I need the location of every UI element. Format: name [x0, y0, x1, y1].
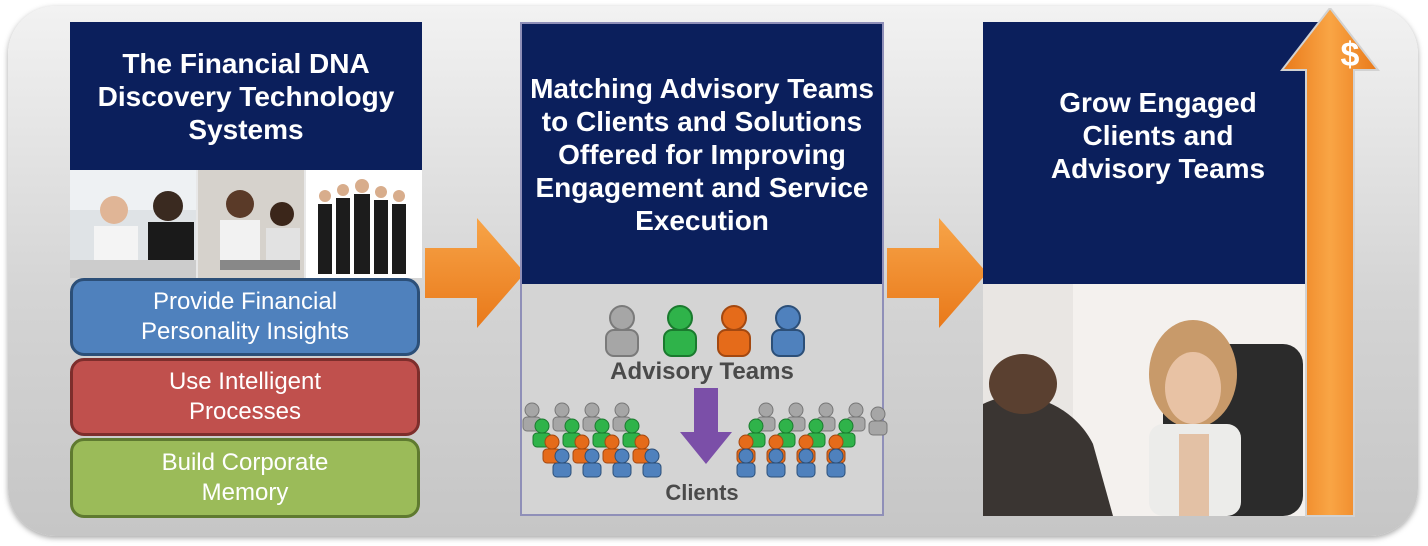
- panel3-title: Grow Engaged Clients and Advisory Teams: [1050, 86, 1266, 184]
- arrow-right-icon: [887, 218, 987, 328]
- advisory-teams-label: Advisory Teams: [610, 358, 794, 385]
- clients-label: Clients: [665, 480, 739, 505]
- arrow-right-icon: [425, 218, 525, 328]
- panel3-navy-block: [983, 22, 1335, 284]
- team-people-icon: [605, 305, 805, 357]
- growth-arrow-up-icon: [1280, 8, 1380, 517]
- clients-crowd-left-icon: [522, 402, 662, 478]
- arrow-down-icon: [680, 388, 732, 464]
- interview-photo: [983, 284, 1335, 516]
- meeting-photo: [70, 170, 422, 278]
- panel2-title: Matching Advisory Teams to Clients and S…: [522, 24, 882, 284]
- dollar-sign-icon: $: [1340, 36, 1360, 74]
- pill-corporate-memory: Build Corporate Memory: [70, 438, 420, 518]
- pill-financial-insights: Provide Financial Personality Insights: [70, 278, 420, 356]
- panel1-title: The Financial DNA Discovery Technology S…: [70, 22, 422, 170]
- pill-intelligent-processes: Use Intelligent Processes: [70, 358, 420, 436]
- clients-crowd-right-icon: [736, 402, 888, 478]
